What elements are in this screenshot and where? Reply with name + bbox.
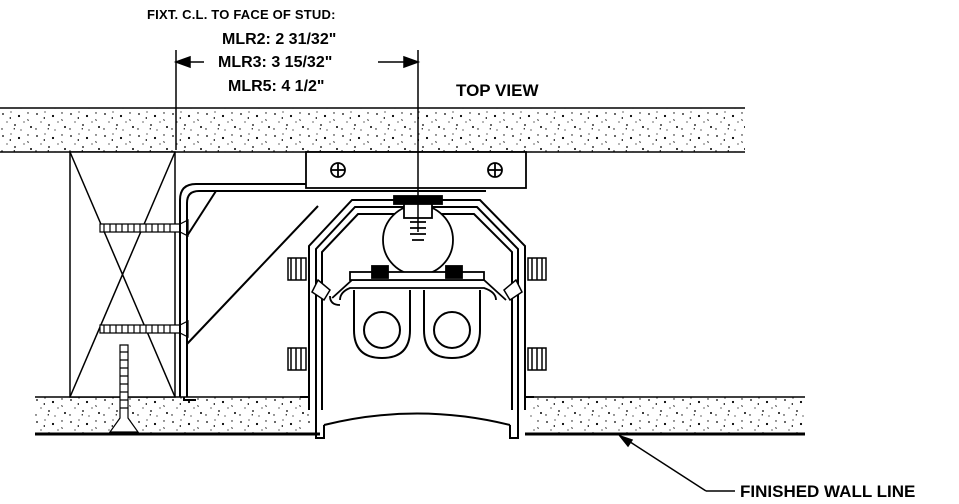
bottom-wall-slab-right bbox=[525, 396, 805, 436]
top-wall-slab bbox=[0, 107, 745, 153]
dimension-mlr5: MLR5: 4 1/2" bbox=[228, 78, 325, 95]
finished-wall-leader bbox=[617, 434, 735, 492]
mounting-plate bbox=[305, 151, 527, 189]
bottom-wall-slab-left bbox=[35, 396, 320, 436]
finished-wall-line-label: FINISHED WALL LINE bbox=[740, 482, 916, 501]
tube-sockets bbox=[353, 290, 481, 360]
screws bbox=[99, 219, 189, 433]
mounting-bracket bbox=[179, 183, 486, 401]
dimension-line bbox=[173, 50, 421, 232]
view-label: TOP VIEW bbox=[456, 81, 539, 100]
dimension-mlr2: MLR2: 2 31/32" bbox=[222, 31, 337, 48]
dimension-title: FIXT. C.L. TO FACE OF STUD: bbox=[147, 7, 336, 22]
dimension-mlr3: MLR3: 3 15/32" bbox=[218, 54, 333, 71]
side-bolts bbox=[287, 257, 547, 371]
